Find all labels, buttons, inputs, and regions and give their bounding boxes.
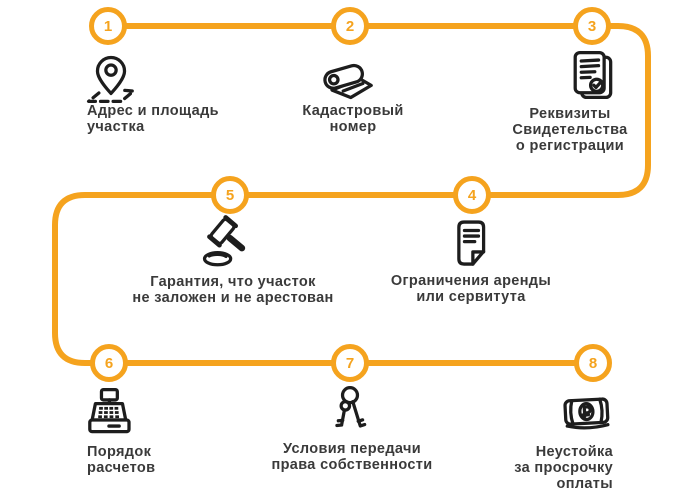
label-line: Порядок [87,444,152,460]
step-7-badge: 7 [331,344,369,382]
step-4-label: Ограничения аренды или сервитута [391,273,551,305]
step-5-label: Гарантия, что участок не заложен и не ар… [132,274,333,306]
label-line: или сервитута [416,289,526,305]
label-line: Адрес и площадь [87,103,219,119]
label-line: Гарантия, что участок [150,274,316,290]
step-1-label: Адрес и площадь участка [87,103,219,135]
label-line: о регистрации [515,138,625,154]
step-1-badge: 1 [89,7,127,45]
step-8-badge: 8 [574,344,612,382]
label-line: права собственности [271,457,433,473]
step-4-number: 4 [467,186,477,204]
certificate-icon [564,47,620,103]
label-line: Свидетельства [512,122,628,138]
step-2-label: Кадастровый номер [302,103,403,135]
step-8-number: 8 [588,354,598,372]
map-pin-icon [83,51,139,107]
step-3-label: Реквизиты Свидетельства о регистрации [512,106,627,154]
label-line: участка [87,119,145,135]
rolled-plan-icon [318,49,374,105]
step-1-number: 1 [103,17,113,35]
label-line: Неустойка [535,444,613,460]
label-line: за просрочку [514,460,613,476]
step-5-number: 5 [225,186,235,204]
step-3-badge: 3 [573,7,611,45]
step-6-badge: 6 [90,344,128,382]
label-line: номер [329,119,377,135]
banknote-icon [557,385,613,441]
step-2-badge: 2 [331,7,369,45]
label-line: оплаты [556,476,613,492]
label-line: расчетов [87,460,156,476]
step-8-label: Неустойка за просрочку оплаты [514,444,613,492]
step-3-number: 3 [587,17,597,35]
document-icon [443,216,499,272]
step-7-number: 7 [345,354,355,372]
label-line: Реквизиты [529,106,611,122]
label-line: Ограничения аренды [390,273,552,289]
step-5-badge: 5 [211,176,249,214]
label-line: Условия передачи [283,441,421,457]
gavel-icon [198,213,254,269]
step-6-label: Порядок расчетов [87,444,155,476]
step-4-badge: 4 [453,176,491,214]
cash-register-icon [80,385,136,441]
step-7-label: Условия передачи права собственности [271,441,432,473]
keys-icon [322,383,378,439]
label-line: Кадастровый [302,103,404,119]
step-6-number: 6 [104,354,114,372]
label-line: не заложен и не арестован [132,290,334,306]
step-2-number: 2 [345,17,355,35]
